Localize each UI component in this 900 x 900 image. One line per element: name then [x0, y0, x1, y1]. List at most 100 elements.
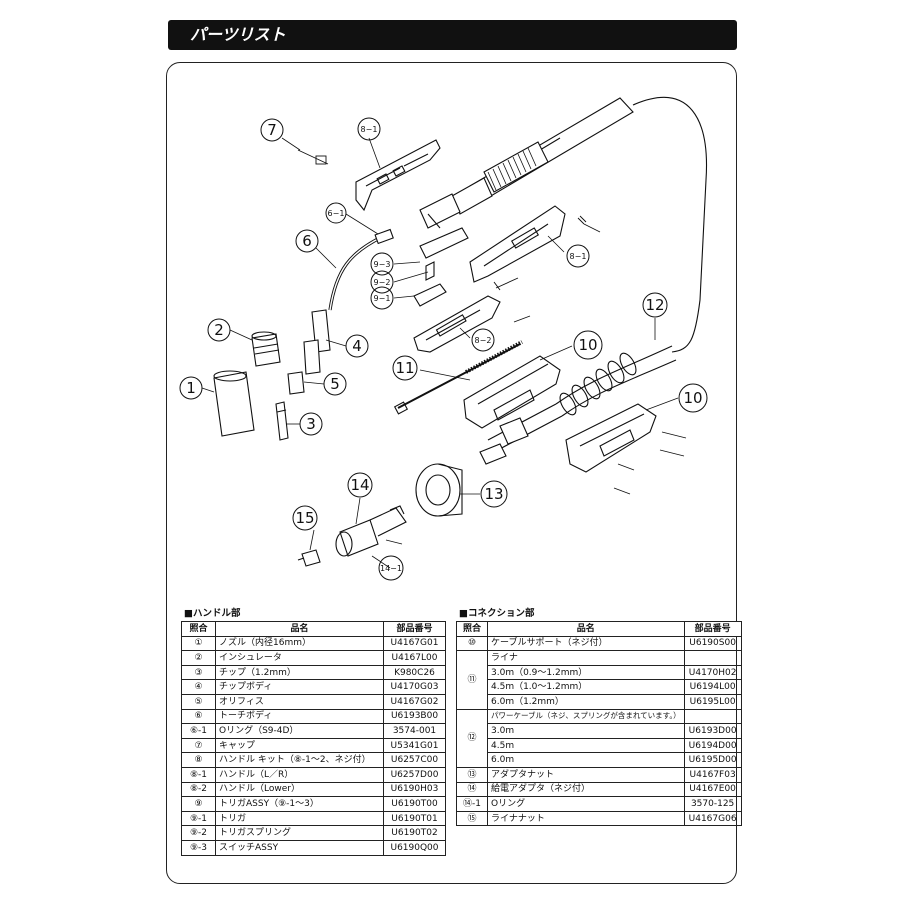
- cell-ref: ①: [181, 635, 216, 652]
- cable-support-lower-drawing: [565, 403, 657, 473]
- callout-label: 2: [214, 321, 224, 339]
- cell-ref: ⑫: [456, 708, 488, 768]
- cell-name: 3.0m: [487, 723, 685, 739]
- cell-part: U6190Q00: [383, 839, 446, 856]
- cell-name: オリフィス: [215, 693, 384, 710]
- cell-name: ハンドル（L／R）: [215, 766, 384, 783]
- cell-part: U6190T00: [383, 796, 446, 812]
- cell-name: キャップ: [215, 737, 384, 754]
- callout-label: 5: [330, 375, 340, 393]
- table-row: 6.0m（1.2mm）U6195L00: [457, 693, 742, 710]
- cell-name: トリガスプリング: [215, 825, 384, 841]
- cell-name: ハンドル（Lower）: [215, 781, 384, 798]
- callout-label: 15: [295, 509, 314, 527]
- cell-name: トリガASSY（⑨-1〜3）: [215, 796, 384, 812]
- callout-label: 10: [578, 336, 597, 354]
- cell-part: U6194L00: [683, 679, 742, 695]
- callout-label: 14: [350, 476, 369, 494]
- callout-circles: [179, 117, 708, 581]
- cell-ref: ⑨-1: [181, 810, 216, 827]
- handle-left-drawing: [355, 139, 441, 212]
- cell-ref: ⑧: [181, 752, 216, 768]
- cell-ref: ⑨-3: [181, 839, 216, 856]
- cell-name: 給電アダプタ（ネジ付）: [487, 781, 685, 798]
- callout-label: 10: [683, 389, 702, 407]
- cell-ref: ⑥-1: [181, 723, 216, 739]
- cell-ref: ⑧-2: [181, 781, 216, 798]
- power-cable-drawing: [479, 345, 677, 465]
- cell-part: U4167F03: [683, 766, 742, 783]
- callout-label: 3: [306, 415, 316, 433]
- column-header-part: 部品番号: [683, 621, 742, 637]
- cable-support-upper-drawing: [463, 355, 561, 429]
- content-frame: [166, 62, 737, 884]
- callout-label: 13: [484, 485, 503, 503]
- nozzle-drawing: [213, 370, 255, 437]
- liner-drawing: [393, 340, 523, 415]
- adapter-nut-drawing: [415, 463, 463, 517]
- cell-part: [683, 650, 742, 666]
- cell-part: U6195L00: [683, 693, 742, 710]
- cell-part: U6190T01: [383, 810, 446, 827]
- cell-part: 3570-125: [683, 796, 742, 812]
- cell-name: トリガ: [215, 810, 384, 827]
- column-header-name: 品名: [487, 621, 685, 637]
- callout-label: 12: [645, 296, 664, 314]
- power-adapter-drawing: [335, 505, 407, 557]
- cell-part: K980C26: [383, 664, 446, 681]
- cell-name: ライナ: [487, 650, 685, 666]
- cell-ref: ⑩: [456, 635, 488, 652]
- callout-label: 9−1: [374, 294, 391, 303]
- cell-name: 6.0m: [487, 752, 685, 768]
- cell-part: U6190T02: [383, 825, 446, 841]
- table-header-row: 照合 品名 部品番号: [181, 621, 446, 637]
- cell-ref: ⑬: [456, 766, 488, 783]
- cell-part: U6257C00: [383, 752, 446, 768]
- torch-body-drawing: [328, 228, 394, 311]
- cell-part: U4170G03: [383, 679, 446, 695]
- column-header-name: 品名: [215, 621, 384, 637]
- tip-body-drawing: [287, 309, 331, 395]
- cell-part: U5341G01: [383, 737, 446, 754]
- cell-part: U6257D00: [383, 766, 446, 783]
- cell-ref: ⑧-1: [181, 766, 216, 783]
- cell-ref: ④: [181, 679, 216, 695]
- screws-drawing: [297, 149, 687, 545]
- cell-ref: ⑪: [456, 650, 488, 710]
- cell-part: U6190S00: [683, 635, 742, 652]
- cell-part: U4167G01: [383, 635, 446, 652]
- callout-label: 11: [395, 359, 414, 377]
- cell-part: U6193D00: [683, 723, 742, 739]
- cell-ref: ⑨: [181, 796, 216, 812]
- liner-nut-drawing: [297, 549, 321, 567]
- table-header-row: 照合 品名 部品番号: [456, 621, 742, 637]
- cell-name: Oリング: [487, 796, 685, 812]
- cell-name: 6.0m（1.2mm）: [487, 693, 685, 710]
- callout-label: 4: [352, 337, 362, 355]
- column-header-ref: 照合: [456, 621, 488, 637]
- cell-name: パワーケーブル（ネジ、スプリングが含まれています。）: [487, 708, 685, 725]
- cell-part: U6194D00: [683, 737, 742, 754]
- callout-label: 9−3: [374, 260, 391, 269]
- cell-name: Oリング（S9-4D）: [215, 723, 384, 739]
- cell-ref: ⑭: [456, 781, 488, 798]
- cell-ref: ⑥: [181, 708, 216, 725]
- cell-name: ケーブルサポート（ネジ付）: [487, 635, 685, 652]
- header-bar: パーツリスト: [168, 20, 737, 50]
- handle-section-title: ■ハンドル部: [184, 608, 241, 619]
- cell-part: U6190H03: [383, 781, 446, 798]
